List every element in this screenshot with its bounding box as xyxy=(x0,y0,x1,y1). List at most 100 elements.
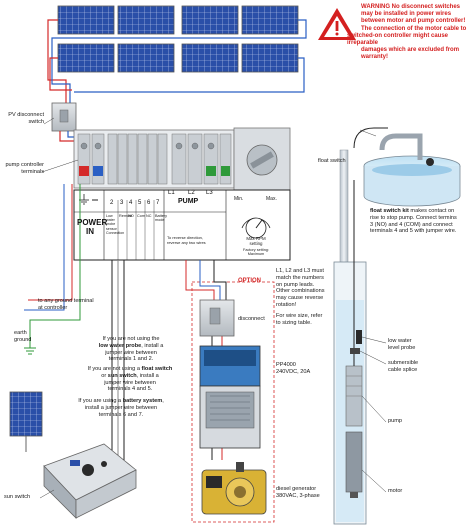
pump-header-label: PUMP xyxy=(178,198,199,205)
label-line: If you are not using the xyxy=(102,336,160,342)
option-label: OPTION xyxy=(238,278,262,284)
label-line: rotation! xyxy=(276,301,297,308)
terminal-number: 2 xyxy=(110,200,114,206)
panel-wiring xyxy=(47,19,307,104)
label-line: rise to stop pump. Connect termins xyxy=(370,214,457,221)
float-switch-note: If you are not using a float switch or s… xyxy=(82,366,178,393)
label-line: terminals 1 and 2. xyxy=(108,356,154,363)
col-nc: NC xyxy=(146,214,152,218)
label-line: L1, L2 and L3 must xyxy=(276,268,324,274)
label-line: install a jumper wire between xyxy=(84,404,158,411)
pump-label: pump xyxy=(388,418,402,424)
power-in-label: POWER IN xyxy=(77,218,107,236)
label-line: probe sensor xyxy=(106,222,117,231)
label-line: setting xyxy=(249,241,263,246)
rpm-min: Min. xyxy=(234,196,244,202)
col-remote: Remote xyxy=(119,214,133,218)
label-line: Max RPM xyxy=(246,236,266,241)
pv-disconnect-label: PV disconnect switch xyxy=(2,112,44,126)
label-line: If you are not using a xyxy=(87,366,140,372)
label-line: low water probe xyxy=(98,342,142,349)
label-line: terminals 6 and 7. xyxy=(98,411,144,418)
label-line: battery system xyxy=(122,398,163,404)
label-line: ground xyxy=(14,336,32,343)
controller-terminal-block xyxy=(73,129,235,189)
warning-icon xyxy=(318,8,356,40)
label-line: Low water xyxy=(106,214,115,223)
warning-text: WARNING No disconnect switches may be in… xyxy=(347,4,473,62)
rpm-setting-label: Max RPM setting xyxy=(240,236,272,246)
label-line: pump controller xyxy=(5,162,44,168)
label-line: makes contact on xyxy=(410,208,455,214)
float-switch-label: float switch xyxy=(318,158,346,164)
solar-panel xyxy=(57,5,115,35)
terminal-number: 5 xyxy=(138,200,142,206)
sun-switch-panel xyxy=(9,391,43,452)
well-system xyxy=(333,127,461,525)
label-leaders xyxy=(39,117,387,499)
reverse-note: To reverse direction, reverse any two wi… xyxy=(167,235,206,246)
label-line: submersible xyxy=(388,360,419,366)
terminal-number: 6 xyxy=(147,200,151,206)
solar-panel xyxy=(57,43,115,73)
terminal-number: 3 xyxy=(120,200,124,206)
float-switch-kit-note: float switch kit makes contact on rise t… xyxy=(370,208,472,235)
diesel-generator xyxy=(201,462,267,515)
factory-setting-label: Factory setting: Maximum xyxy=(236,248,276,257)
label-line: jumper wire between xyxy=(104,379,156,386)
label-line: Other combinations xyxy=(276,288,325,295)
terminal-l3: L3 xyxy=(206,190,213,196)
lwp-sensor-note: Low water probe sensor Connection xyxy=(106,214,125,235)
label-line: cable splice xyxy=(388,366,418,373)
l123-note: L1, L2 and L3 must match the numbers on … xyxy=(276,268,325,326)
label-line: , install a xyxy=(136,372,159,379)
battery-note: If you are using a battery system, insta… xyxy=(64,398,178,418)
label-line: terminals 4 and 5 with jumper wire. xyxy=(370,228,457,235)
pv-disconnect-box xyxy=(51,102,77,132)
warning-line: between motor and pump controller! xyxy=(361,18,466,25)
sun-switch-label: sun switch xyxy=(4,494,31,500)
rpm-knob-housing xyxy=(233,127,291,193)
label-line: float switch xyxy=(141,366,173,372)
disconnect-box xyxy=(199,299,235,337)
label-line: PP4000 xyxy=(276,362,296,368)
label-line: To reverse direction, xyxy=(167,235,204,240)
earth-ground-label: earth ground xyxy=(14,330,31,344)
warning-line: may be installed in power wires xyxy=(361,11,452,18)
solar-panel xyxy=(181,43,239,73)
label-line: If you are using a xyxy=(78,398,122,404)
label-line: may cause reverse xyxy=(276,295,324,302)
label-line: Factory setting: xyxy=(243,248,269,252)
solar-array-top xyxy=(57,5,299,73)
solar-panel xyxy=(181,5,239,35)
ground-terminal-label: to any ground terminal at controller xyxy=(38,298,94,312)
label-line: sun switch xyxy=(107,372,137,379)
terminal-l1: L1 xyxy=(168,190,175,196)
label-line: low water xyxy=(388,338,412,344)
warning-line: damages which are excluded from warranty… xyxy=(361,47,460,61)
lwp-note: If you are not using the low water probe… xyxy=(84,336,178,363)
label-line: PV disconnect xyxy=(8,112,44,118)
low-water-probe-label: low water level probe xyxy=(388,338,415,352)
label-line: Connection xyxy=(106,230,125,235)
label-line: jumper wire between xyxy=(105,349,157,356)
label-line: to sizing table. xyxy=(276,319,312,326)
warning-line: The connection of the motor cable to xyxy=(361,25,467,32)
terminal-number: 4 xyxy=(129,200,133,206)
label-line: terminals xyxy=(21,168,44,175)
pp4000-label: PP4000 240VDC, 20A xyxy=(276,362,310,376)
rpm-max: Max. xyxy=(266,196,277,202)
pp4000-unit xyxy=(199,345,261,449)
label-line: earth xyxy=(14,330,27,336)
solar-panel xyxy=(241,43,299,73)
earth-ground-icon xyxy=(24,340,36,355)
warning-line: switched-on controller might cause irrep… xyxy=(347,32,449,47)
warning-line: WARNING No disconnect switches xyxy=(361,4,461,10)
label-line: IN xyxy=(86,227,94,236)
motor-label: motor xyxy=(388,488,403,494)
label-line: terminals 4 and 5. xyxy=(107,386,153,393)
label-line: at controller xyxy=(38,304,68,311)
rpm-dial-icon xyxy=(241,217,271,239)
ground-symbol-icon xyxy=(79,194,89,205)
label-line: 240VDC, 20A xyxy=(276,368,311,375)
